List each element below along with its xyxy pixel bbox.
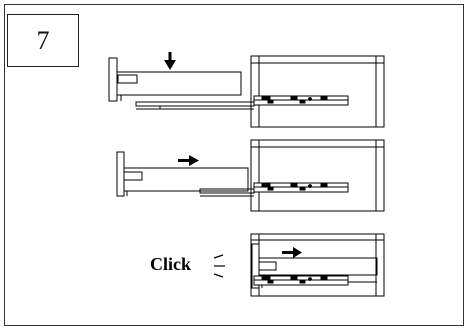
down-arrow-icon	[164, 52, 176, 70]
click-label: Click	[150, 254, 192, 274]
right-arrow-icon	[178, 155, 199, 166]
step-number: 7	[36, 25, 50, 55]
click-sound-icon	[213, 254, 225, 278]
cabinet-3	[250, 233, 385, 297]
cabinet-1	[250, 55, 385, 128]
cabinet-2	[250, 139, 385, 212]
drawer-1	[108, 57, 242, 102]
cabinet-rail-3	[253, 275, 377, 286]
panel-2	[116, 139, 385, 212]
cabinet-rail-1	[253, 95, 349, 106]
extended-runner-1	[135, 101, 255, 110]
extended-runner-2	[199, 188, 255, 197]
cabinet-rail-2	[253, 182, 349, 193]
right-arrow-icon	[282, 247, 302, 258]
instruction-frame	[4, 4, 464, 326]
panel-3	[213, 233, 385, 297]
drawer-2	[116, 151, 249, 197]
step-number-box: 7	[7, 14, 79, 67]
panel-1	[108, 52, 385, 128]
